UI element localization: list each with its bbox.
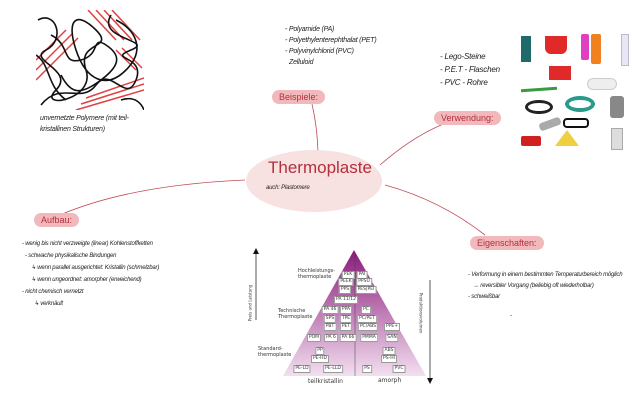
pyramid-cell: PS-HI <box>381 355 397 363</box>
product-images <box>515 30 639 158</box>
polymer-caption: unvernetzte Polymere (mit teil- kristall… <box>40 113 129 135</box>
list-item: - wenig bis nicht verzweigte (linear) Ko… <box>22 241 153 247</box>
pyramid-cell: PPA <box>339 306 353 314</box>
pyramid-cell: PPS <box>338 286 352 294</box>
center-subtitle: auch: Plastomere <box>266 185 310 191</box>
list-item: - Lego-Steine <box>440 52 486 61</box>
list-item: - PVC - Rohre <box>440 78 488 87</box>
pyramid-cell: PET <box>339 323 353 331</box>
list-item: ↳ wenn ungeordnet: amorpher (erweichend) <box>31 277 142 283</box>
stand-image <box>611 128 623 150</box>
pyramid-cell: ABS <box>382 347 396 355</box>
list-item: - <box>510 313 512 319</box>
tube-image <box>521 36 531 62</box>
aufbau-label: Aufbau: <box>34 213 80 227</box>
caption-line: unvernetzte Polymere (mit teil- <box>40 115 129 122</box>
aufbau-list: - wenig bis nicht verzweigte (linear) Ko… <box>22 238 159 310</box>
pyramid-cell: PC/PET <box>357 315 377 323</box>
pyramid-shape <box>283 250 426 376</box>
tier-label-standard: Standard- thermoplaste <box>258 346 292 358</box>
list-item: - P.E.T - Flaschen <box>440 65 500 74</box>
pyramid-cell: PC/ABS <box>357 323 379 331</box>
list-item: ↳ verknäult <box>34 301 63 307</box>
pencil-case-image <box>521 136 541 146</box>
left-axis-label: Preis und Leistung <box>247 284 253 322</box>
cable-image <box>525 100 553 114</box>
eigenschaften-label: Eigenschaften: <box>470 236 544 250</box>
pyramid-cell: SAN <box>385 334 399 342</box>
caption-line: kristallinen Strukturen) <box>40 126 105 133</box>
pyramid-cell: PC <box>361 306 371 314</box>
set-square-image <box>555 130 579 146</box>
pyramid-cell: PBT <box>323 323 337 331</box>
list-item: - Polyamide (PA) <box>285 26 335 33</box>
pyramid-cell: PVC <box>392 365 406 373</box>
pipe-image <box>610 96 624 118</box>
list-item: - schwache physikalische Bindungen <box>25 253 117 259</box>
list-item: - Verformung in einem bestimmten Tempera… <box>468 272 623 278</box>
pyramid-cell: PP <box>315 347 325 355</box>
verwendung-label: Verwendung: <box>434 111 501 125</box>
pyramid-cell: PA 46 <box>321 306 339 314</box>
pyramid-diagram <box>253 248 433 384</box>
beispiele-list: - Polyamide (PA) - Polyethylenterephthal… <box>285 24 377 68</box>
pyramid-cell: SPS <box>323 315 337 323</box>
list-item: - Polyvinylchlorid (PVC) <box>285 48 354 55</box>
pyramid-cell: PES|PEI <box>355 286 377 294</box>
pyramid-cell: PE-LLD <box>323 365 343 373</box>
glasses-image <box>563 118 589 128</box>
pyramid-cell: PEEK <box>338 278 354 286</box>
eigenschaften-list: - Verformung in einem bestimmten Tempera… <box>468 270 623 322</box>
list-item: - schweißbar <box>468 294 500 300</box>
bucket-image <box>545 36 567 54</box>
pyramid-cell: PMMA <box>360 334 378 342</box>
list-item: → reversibler Vorgang (beliebig oft wied… <box>473 283 594 289</box>
pyramid-cell: POM <box>306 334 322 342</box>
polymer-tangle-image <box>36 10 144 110</box>
tier-label-technical: Technische Thermoplaste <box>278 308 313 320</box>
list-item: - Polyethylenterephthalat (PET) <box>285 37 377 44</box>
verwendung-list: - Lego-Steine - P.E.T - Flaschen - PVC -… <box>440 50 500 89</box>
bottom-label-semicrystalline: teilkristallin <box>308 378 343 385</box>
right-axis-label: Produktionsvolumen <box>418 292 424 334</box>
spray-bottle-image <box>591 34 601 64</box>
pyramid-cell: PS <box>362 365 372 373</box>
list-item: - nicht chemisch vernetzt <box>22 289 84 295</box>
hose-image <box>565 96 595 112</box>
beispiele-label: Beispiele: <box>272 90 326 104</box>
pyramid-cell: PA 6 <box>324 334 338 342</box>
list-item: Zelluloid <box>289 59 314 66</box>
bottle-image <box>621 34 629 66</box>
bottom-label-amorphous: amorph <box>378 377 402 384</box>
pyramid-cell: PPE+ <box>383 323 401 331</box>
container-image <box>587 78 617 90</box>
pyramid-cell: PE-HD <box>310 355 330 363</box>
pyramid-cell: PPSU <box>356 278 372 286</box>
pyramid-cell: PE-LD <box>293 365 311 373</box>
list-item: ↳ wenn parallel ausgerichtet: Kristallin… <box>31 265 160 271</box>
pyramid-cell: TPE <box>339 315 353 323</box>
center-title: Thermoplaste <box>268 158 372 177</box>
pyramid-cell: PA 66 <box>339 334 357 342</box>
tier-label-high: Hochleistungs- thermoplaste <box>298 268 336 280</box>
pyramid-cell: PA 11/12 <box>334 296 358 304</box>
spray-bottle-image <box>581 34 589 60</box>
pen-image <box>520 86 558 93</box>
center-node <box>246 150 382 212</box>
cups-image <box>549 66 571 80</box>
